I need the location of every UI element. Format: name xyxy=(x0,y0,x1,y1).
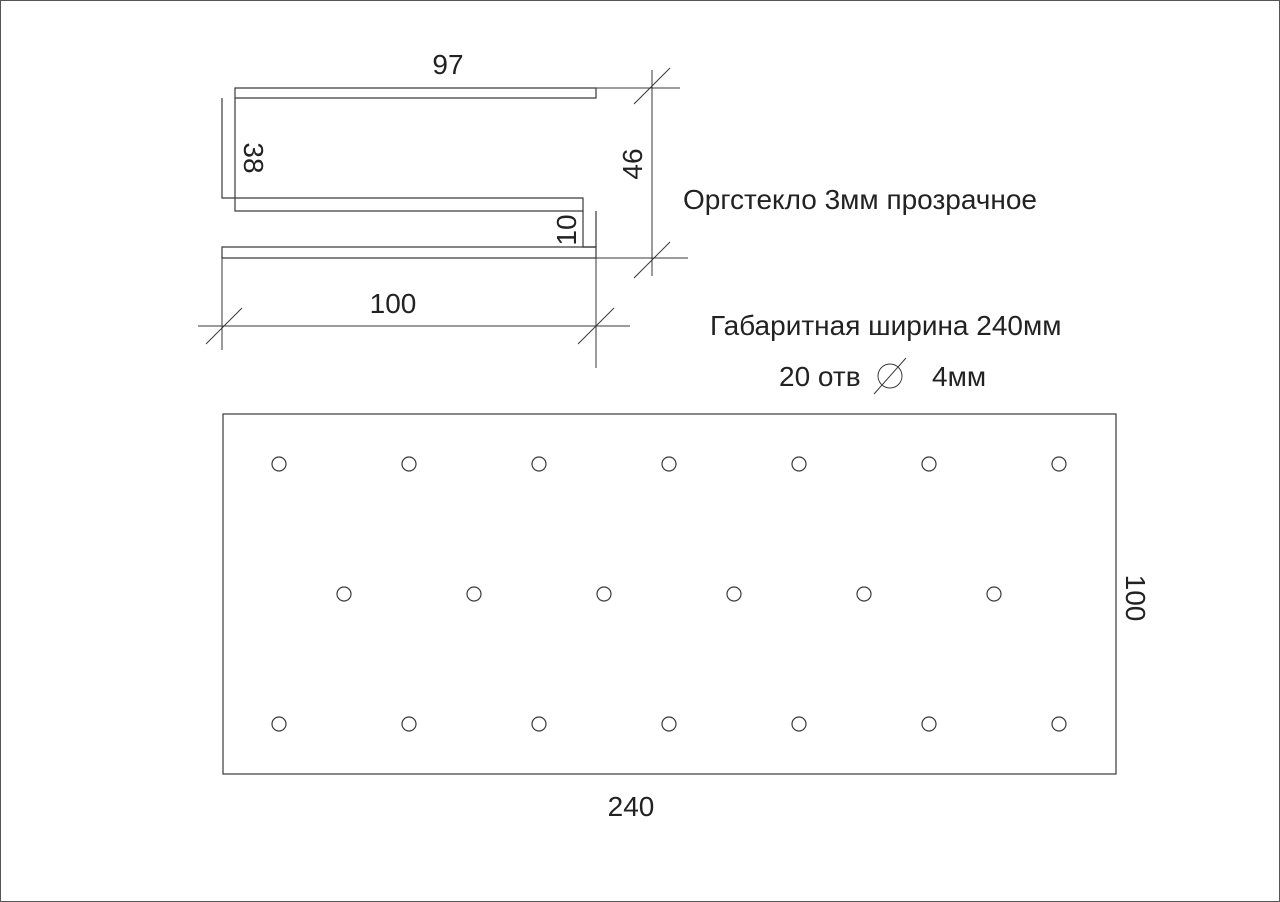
plate-hole xyxy=(271,716,287,732)
dim-top-label: 97 xyxy=(432,49,463,80)
plate-hole xyxy=(271,456,287,472)
dim-46-tick-bottom xyxy=(633,241,671,279)
dim-inner-height-label: 38 xyxy=(238,142,269,173)
dim-lip-label: 10 xyxy=(551,214,582,245)
profile-lower-shelf xyxy=(234,197,584,212)
plate-hole xyxy=(401,716,417,732)
holes-diameter-note: 4мм xyxy=(932,361,986,392)
plate-hole xyxy=(986,586,1002,602)
dim-100-tick-right xyxy=(577,307,615,345)
plate-hole xyxy=(921,716,937,732)
profile-section: 97 38 46 10 100 xyxy=(198,49,688,368)
diameter-icon xyxy=(873,357,907,395)
plate-hole xyxy=(466,586,482,602)
dim-bottom-label: 100 xyxy=(370,288,417,319)
plate-hole xyxy=(596,586,612,602)
plate-height-label: 100 xyxy=(1120,575,1151,622)
plate-hole xyxy=(1051,456,1067,472)
overall-width-note: Габаритная ширина 240мм xyxy=(710,310,1062,341)
plate-hole xyxy=(661,716,677,732)
profile-back-wall xyxy=(221,98,236,199)
plate-hole xyxy=(531,716,547,732)
profile-base xyxy=(221,246,597,259)
holes-count-note: 20 отв xyxy=(779,361,861,392)
material-note: Оргстекло 3мм прозрачное xyxy=(683,184,1037,215)
plate-hole xyxy=(856,586,872,602)
profile-front-lip xyxy=(582,211,597,248)
plate-hole xyxy=(726,586,742,602)
plate-hole xyxy=(336,586,352,602)
dim-46-tick-top xyxy=(633,67,671,105)
dim-total-height-label: 46 xyxy=(617,148,648,179)
plate-hole xyxy=(661,456,677,472)
plate-hole xyxy=(921,456,937,472)
plate-hole xyxy=(791,456,807,472)
plate-hole xyxy=(401,456,417,472)
plate-width-label: 240 xyxy=(608,791,655,822)
dim-100-tick-left xyxy=(205,307,243,345)
plate-hole xyxy=(1051,716,1067,732)
plate-hole xyxy=(791,716,807,732)
plate-holes xyxy=(271,456,1067,732)
plate-hole xyxy=(531,456,547,472)
flat-plate: 240 100 xyxy=(222,413,1151,822)
profile-top-flange xyxy=(234,87,597,99)
notes: Оргстекло 3мм прозрачное Габаритная шири… xyxy=(683,184,1062,395)
plate-outline xyxy=(222,413,1117,775)
